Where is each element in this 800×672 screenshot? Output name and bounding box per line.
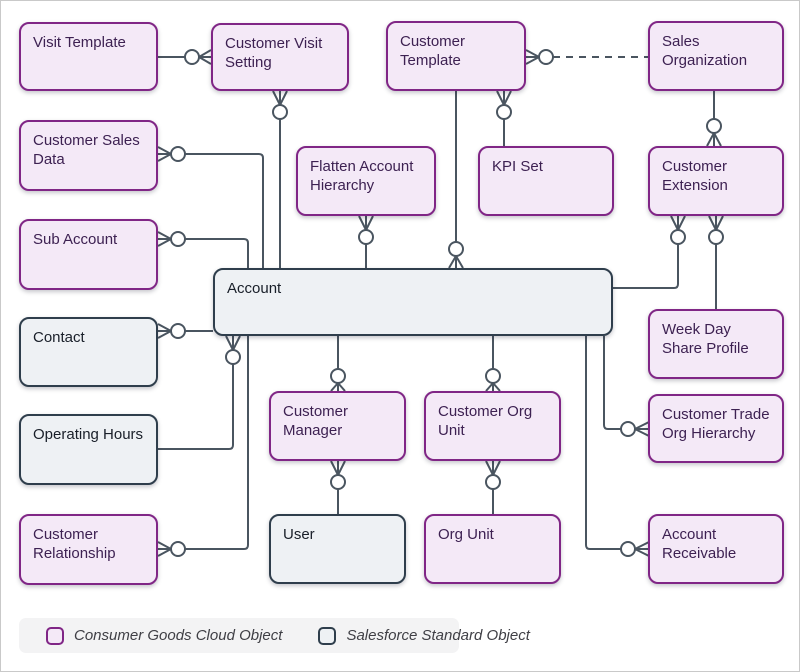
connector-account-customer-relationship <box>157 336 249 557</box>
entity-label: Customer Org Unit <box>438 403 533 439</box>
legend-item-salesforce-standard: Salesforce Standard Object <box>318 626 530 645</box>
entity-sub-account: Sub Account <box>19 219 158 290</box>
connector-customer-visit-setting-account <box>272 90 288 268</box>
entity-label: Sales Organization <box>662 33 748 69</box>
connector-customer-sales-data-account <box>157 146 264 268</box>
entity-label: Contact <box>33 329 85 346</box>
connector-customer-extension-week-day-share-profile <box>708 215 724 309</box>
entity-flatten-account-hierarchy: Flatten Account Hierarchy <box>296 146 436 216</box>
legend-label: Consumer Goods Cloud Object <box>74 627 283 644</box>
entity-account-receivable: Account Receivable <box>648 514 784 584</box>
entity-label: Customer Relationship <box>33 526 116 562</box>
entity-label: Week Day Share Profile <box>662 321 749 357</box>
entity-label: Customer Template <box>400 33 466 69</box>
entity-label: User <box>283 526 315 543</box>
connector-account-operating-hours <box>158 335 241 450</box>
connector-account-customer-manager <box>330 336 346 392</box>
entity-label: Customer Visit Setting <box>225 35 323 71</box>
connector-account-customer-trade-org-hierarchy <box>603 336 650 437</box>
entity-label: Account Receivable <box>662 526 737 562</box>
connector-account-customer-org-unit <box>485 336 501 392</box>
entity-customer-extension: Customer Extension <box>648 146 784 216</box>
connector-sales-organization-customer-extension <box>706 91 722 147</box>
entity-label: Customer Extension <box>662 158 728 194</box>
entity-label: Account <box>227 280 282 297</box>
entity-customer-manager: Customer Manager <box>269 391 406 461</box>
connector-visit-template-customer-visit-setting <box>158 49 212 65</box>
entity-customer-sales-data: Customer Sales Data <box>19 120 158 191</box>
salesforce-standard-swatch-icon <box>318 626 337 645</box>
entity-label: Customer Trade Org Hierarchy <box>662 406 770 442</box>
connector-contact-account <box>157 323 213 339</box>
entity-customer-visit-setting: Customer Visit Setting <box>211 23 349 91</box>
entity-label: KPI Set <box>492 158 543 175</box>
legend: Consumer Goods Cloud Object Salesforce S… <box>19 618 530 653</box>
connector-account-account-receivable <box>585 336 650 557</box>
legend-item-consumer-goods-cloud: Consumer Goods Cloud Object <box>46 626 283 645</box>
entity-label: Org Unit <box>438 526 494 543</box>
connector-sub-account-account <box>157 231 249 268</box>
consumer-goods-cloud-swatch-icon <box>46 626 64 645</box>
entity-label: Customer Sales Data <box>33 132 140 168</box>
connector-customer-template-sales-organization <box>525 49 648 65</box>
entity-kpi-set: KPI Set <box>478 146 614 216</box>
entity-customer-relationship: Customer Relationship <box>19 514 158 585</box>
entity-visit-template: Visit Template <box>19 22 158 91</box>
entity-label: Flatten Account Hierarchy <box>310 158 414 194</box>
connector-customer-org-unit-org-unit <box>485 460 501 514</box>
entity-label: Sub Account <box>33 231 118 248</box>
entity-account: Account <box>213 268 613 336</box>
connector-customer-template-account <box>448 91 464 269</box>
entity-customer-template: Customer Template <box>386 21 526 91</box>
entity-customer-trade-org-hierarchy: Customer Trade Org Hierarchy <box>648 394 784 463</box>
connector-account-customer-extension <box>613 215 686 289</box>
entity-label: Customer Manager <box>283 403 349 439</box>
entity-label: Operating Hours <box>33 426 144 443</box>
connector-customer-manager-user <box>330 460 346 514</box>
connector-customer-template-kpi-set <box>496 90 512 146</box>
entity-label: Visit Template <box>33 34 126 51</box>
entity-contact: Contact <box>19 317 158 387</box>
entity-week-day-share-profile: Week Day Share Profile <box>648 309 784 379</box>
entity-customer-org-unit: Customer Org Unit <box>424 391 561 461</box>
entity-org-unit: Org Unit <box>424 514 561 584</box>
entity-user: User <box>269 514 406 584</box>
entity-operating-hours: Operating Hours <box>19 414 158 485</box>
connector-flatten-account-hierarchy-account <box>358 215 374 268</box>
entity-sales-organization: Sales Organization <box>648 21 784 91</box>
legend-label: Salesforce Standard Object <box>346 627 530 644</box>
